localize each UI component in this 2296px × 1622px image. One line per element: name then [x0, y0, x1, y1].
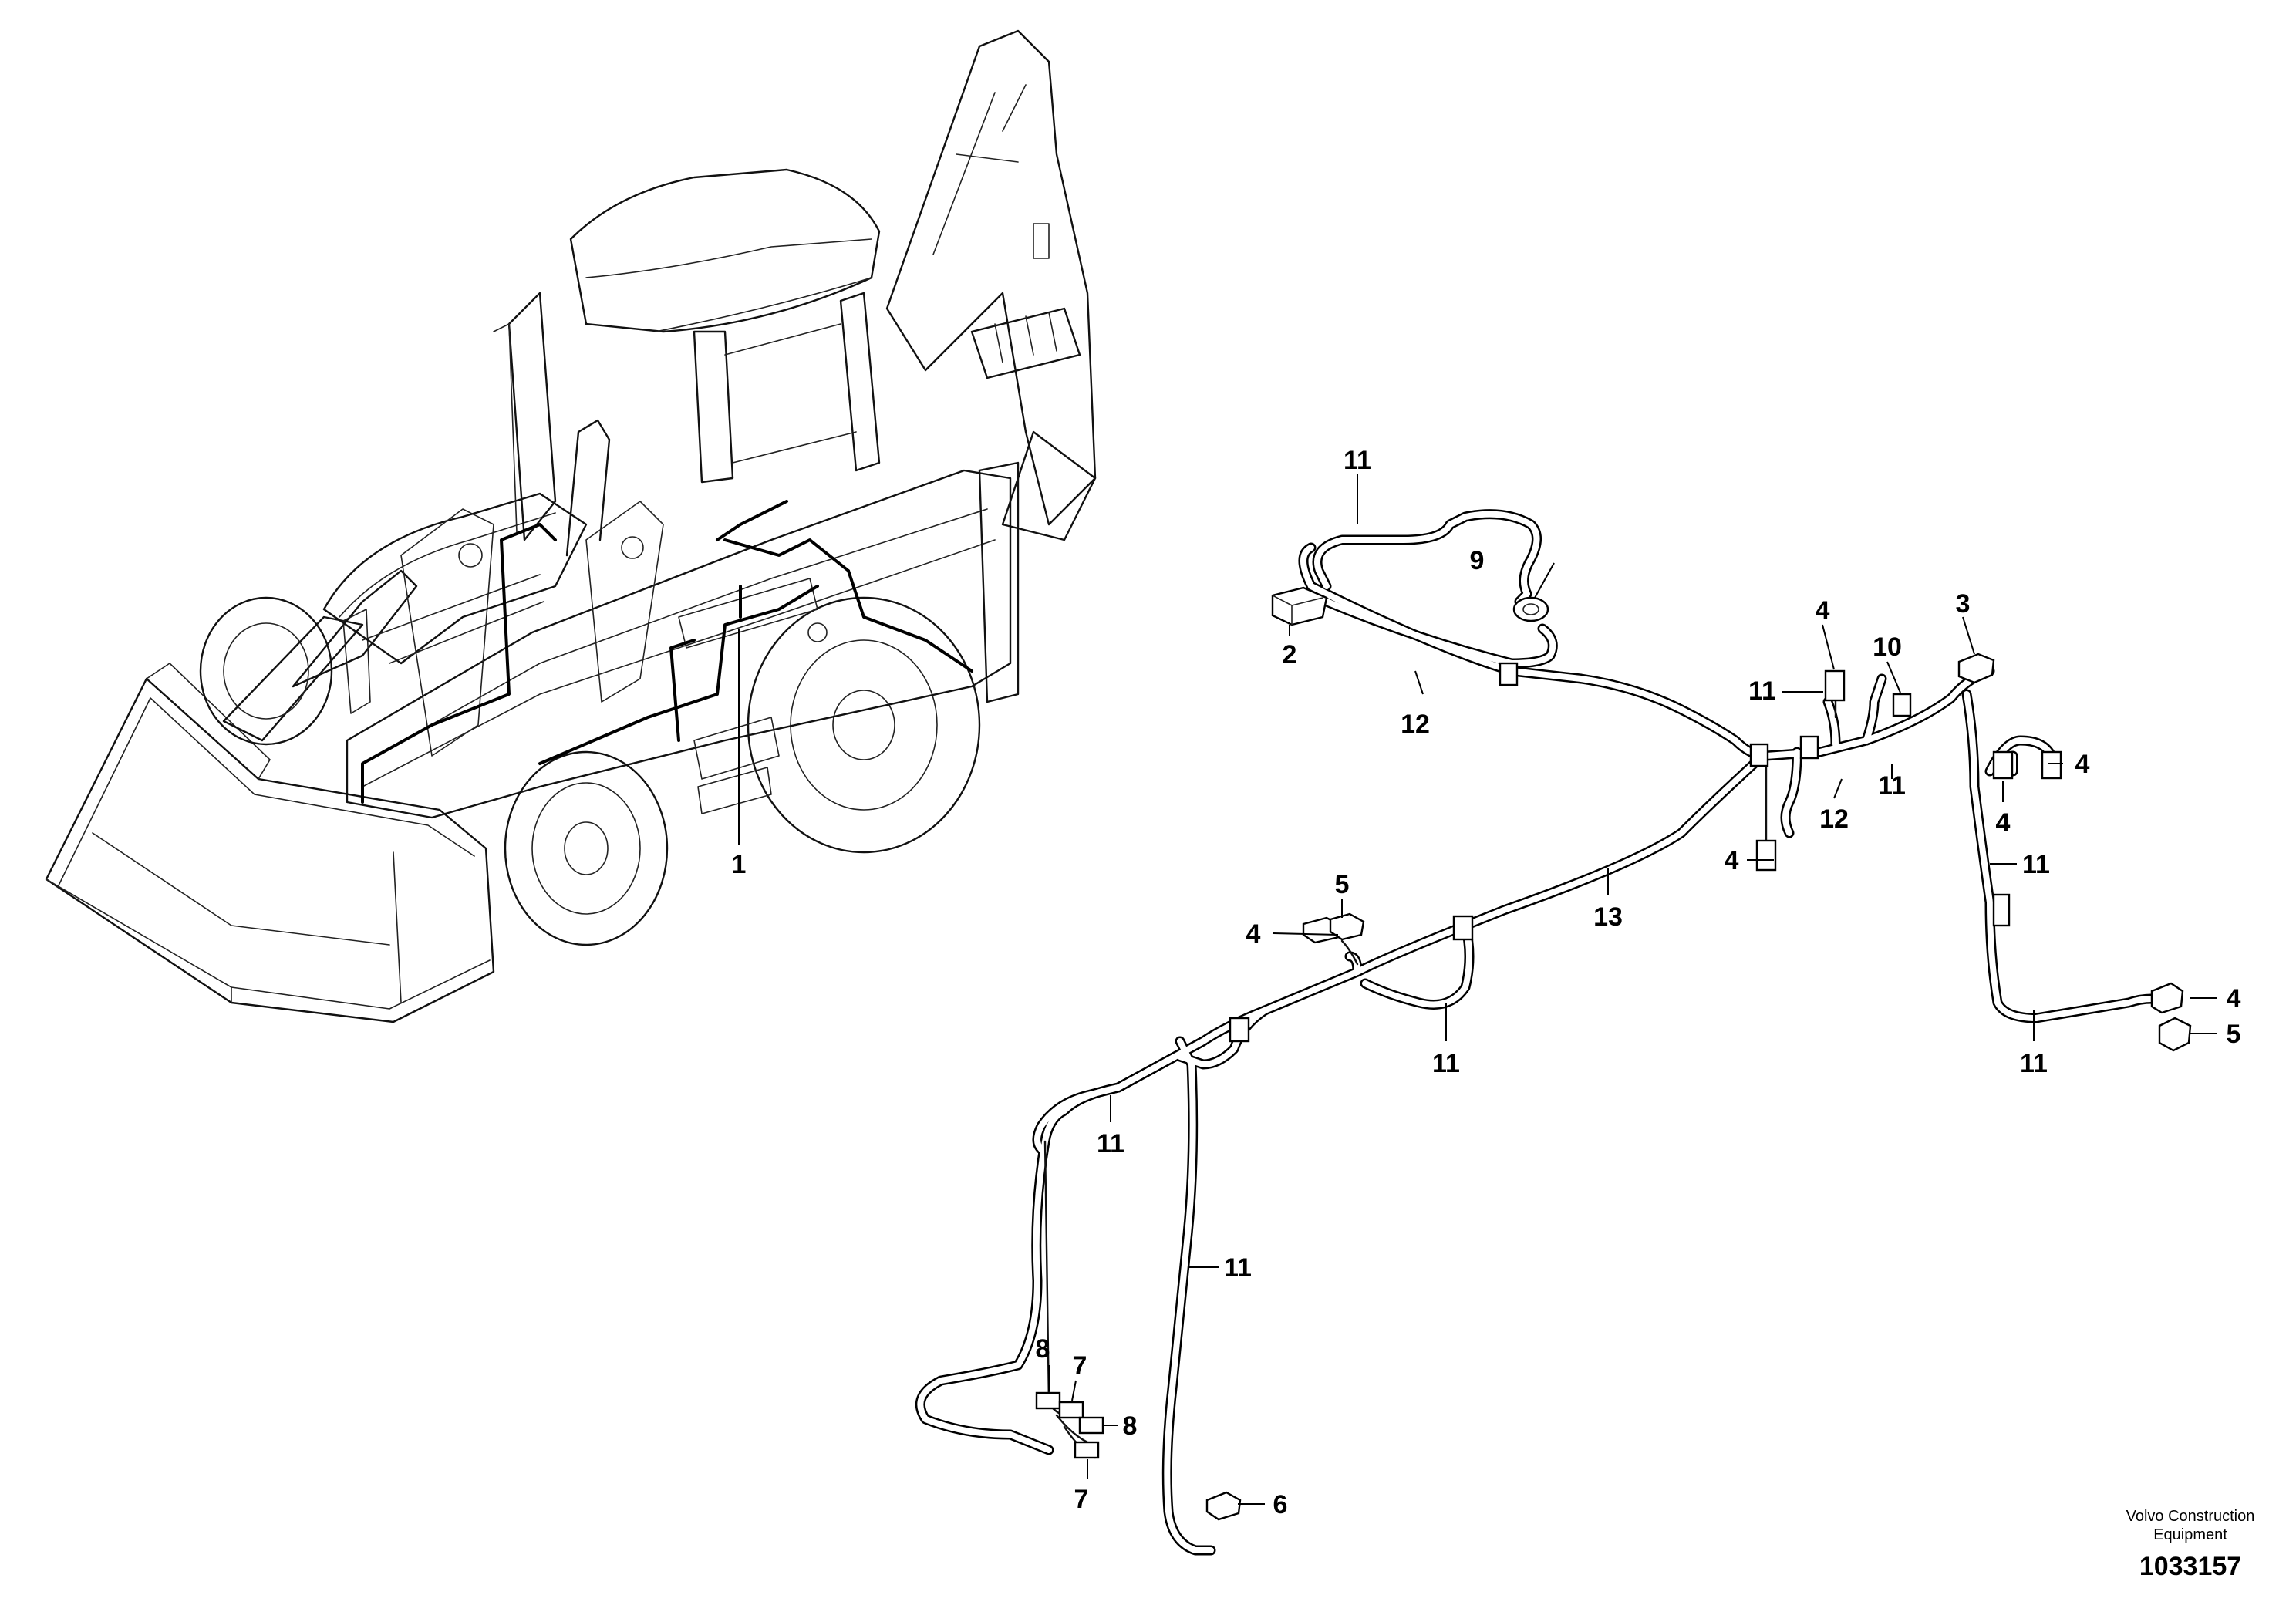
- label-cable-11a: 11: [1344, 446, 1371, 475]
- sleeves-clips: [1229, 662, 2011, 1043]
- connector-4-a: [1824, 669, 1846, 702]
- front-bucket: [45, 663, 495, 1023]
- connector-3: [1957, 653, 1995, 684]
- label-cable-11c: 11: [1878, 771, 1906, 801]
- label-connector-3: 3: [1956, 589, 1971, 619]
- sleeve-clip-f: [1992, 893, 2011, 927]
- label-connector-4d: 4: [1996, 808, 2011, 838]
- label-cable-11d: 11: [2022, 850, 2050, 879]
- clip-10: [1892, 693, 1912, 717]
- label-connector-4a: 4: [1816, 596, 1830, 626]
- connector-4-b: [1755, 839, 1777, 872]
- label-connector-8a: 8: [1036, 1334, 1050, 1364]
- sleeve-clip-b: [1749, 743, 1769, 767]
- label-connector-8b: 8: [1123, 1411, 1138, 1441]
- harness-exploded-view: 11 9 2 12 4 11 10 3 11 12 4 4 11 4 5 11 …: [915, 446, 2241, 1556]
- backhoe-loader-illustration: [45, 29, 1097, 1023]
- sleeve-clip-e: [1229, 1017, 1250, 1043]
- label-connector-4f: 4: [1246, 919, 1261, 949]
- frame-wiring-harness: [361, 500, 973, 804]
- main-frame: [346, 461, 1020, 819]
- backhoe-boom: [885, 29, 1097, 541]
- connector-2: [1271, 586, 1328, 626]
- connector-4-d: [2041, 750, 2062, 780]
- label-connector-6: 6: [1273, 1490, 1288, 1519]
- connector-7-b: [1074, 1441, 1100, 1459]
- label-connector-7a: 7: [1073, 1351, 1087, 1381]
- label-cable-11g: 11: [1097, 1129, 1124, 1158]
- connectors: [1035, 586, 2192, 1521]
- leader-lines: [1048, 474, 2217, 1505]
- connector-4-e: [2150, 982, 2184, 1014]
- connector-5-b: [1329, 912, 1365, 941]
- label-connector-4b: 4: [1725, 846, 1739, 875]
- drawing-number: 1033157: [2139, 1552, 2241, 1581]
- rear-wheel: [747, 596, 981, 854]
- label-harness-13: 13: [1593, 902, 1623, 932]
- label-harness-1: 1: [732, 850, 747, 879]
- label-clip-10: 10: [1873, 632, 1902, 662]
- label-connector-4e: 4: [2227, 984, 2241, 1013]
- label-cable-11f: 11: [1432, 1049, 1460, 1078]
- connector-6: [1205, 1491, 1242, 1521]
- connector-4-c: [1992, 750, 2014, 780]
- footer: Volvo Construction Equipment 1033157: [2126, 1508, 2255, 1581]
- label-cable-11e: 11: [2020, 1049, 2048, 1078]
- sleeve-clip-d: [1452, 915, 1474, 941]
- brand-line-2: Equipment: [2153, 1526, 2227, 1543]
- connector-7-a: [1058, 1401, 1084, 1419]
- grommet-9: [1512, 596, 1549, 622]
- front-wheel: [199, 596, 333, 746]
- brand-line-1: Volvo Construction: [2126, 1508, 2255, 1525]
- engine-hood: [322, 419, 611, 665]
- label-cable-11b: 11: [1748, 676, 1776, 706]
- label-connector-7b: 7: [1074, 1485, 1089, 1514]
- cable-runs: [915, 509, 2180, 1556]
- label-connector-5b: 5: [1335, 870, 1350, 899]
- label-grommet-9: 9: [1470, 546, 1485, 575]
- label-sleeve-12a: 12: [1401, 710, 1430, 739]
- label-cable-11h: 11: [1224, 1253, 1252, 1283]
- connector-8-b: [1078, 1416, 1104, 1435]
- cab: [493, 168, 881, 541]
- label-connector-2: 2: [1283, 640, 1297, 669]
- label-connector-4c: 4: [2075, 750, 2090, 779]
- loader-arms: [222, 569, 418, 742]
- label-connector-5a: 5: [2227, 1020, 2241, 1049]
- connector-8-a: [1035, 1391, 1061, 1410]
- middle-wheel: [504, 750, 669, 946]
- label-sleeve-12b: 12: [1819, 804, 1849, 834]
- connector-5-a: [2158, 1017, 2192, 1052]
- sleeve-clip-a: [1499, 662, 1519, 686]
- sleeve-clip-c: [1799, 735, 1819, 760]
